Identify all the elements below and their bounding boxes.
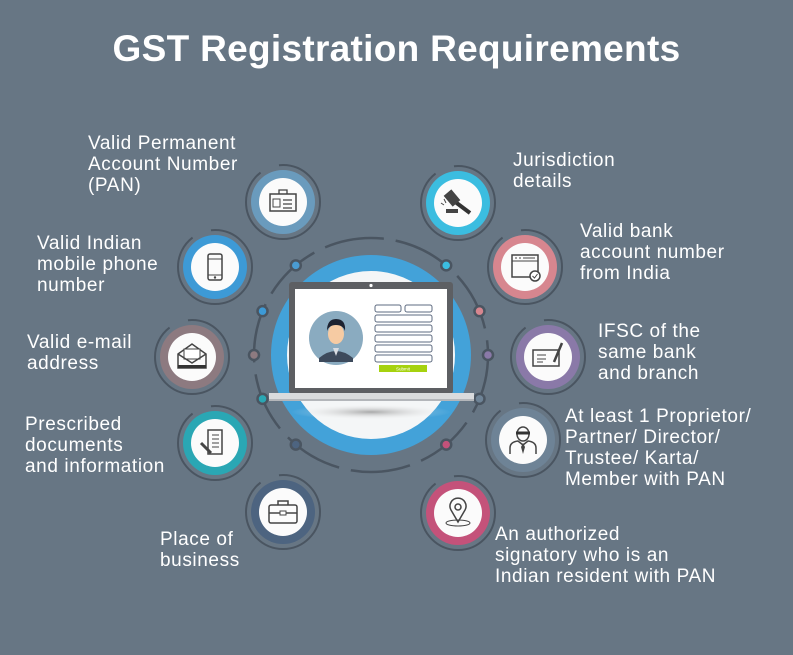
label-line: Place of (160, 529, 234, 550)
label-line: Valid e-mail (27, 332, 133, 353)
badge-arc (420, 165, 496, 241)
badge-email (154, 319, 230, 395)
browser-check-icon (511, 254, 541, 282)
ring-node (439, 438, 453, 451)
label-line: and information (25, 456, 165, 477)
label-line: Member with PAN (565, 469, 726, 490)
label-line: IFSC of the (598, 321, 701, 342)
badge-mobile (177, 229, 253, 305)
laptop-base (269, 393, 474, 401)
badge-disc (191, 243, 239, 291)
envelope-icon (177, 343, 207, 369)
label-line: (PAN) (88, 175, 142, 196)
badge-arc (177, 405, 253, 481)
ring-node (289, 438, 303, 451)
ring-node (256, 392, 269, 406)
label-line: account number (580, 242, 725, 263)
badge-arc (510, 319, 586, 395)
requirement-badges (154, 164, 586, 551)
label-line: address (27, 353, 99, 374)
badge-bank (487, 229, 563, 305)
badge-pan (245, 164, 321, 240)
label-line: and branch (598, 363, 700, 384)
submit-label: Submit (396, 367, 411, 372)
cheque-pen-icon (532, 342, 564, 367)
badge-disc (499, 416, 547, 464)
label-line: mobile phone (37, 254, 159, 275)
badge-arc (177, 229, 253, 305)
label-line: signatory who is an (495, 545, 670, 566)
label-line: number (37, 275, 106, 296)
badge-disc (524, 333, 572, 381)
submit-button (379, 365, 427, 372)
badge-arc (245, 164, 321, 240)
badge-signatory (420, 475, 496, 551)
ring-node (247, 348, 261, 362)
laptop-shadow (291, 404, 451, 420)
location-pin-icon (445, 497, 471, 527)
label-line: business (160, 550, 240, 571)
badge-disc (434, 489, 482, 537)
badge-arc (485, 402, 561, 478)
ring-node (256, 304, 269, 318)
label-line: An authorized (495, 524, 621, 545)
label-line: same bank (598, 342, 697, 363)
badge-arc (420, 475, 496, 551)
ring-node (473, 392, 486, 406)
laptop-illustration: Submit (269, 282, 474, 401)
ring-node (439, 259, 453, 272)
label-line: Account Number (88, 154, 238, 175)
label-line: Indian resident with PAN (495, 566, 717, 587)
label-line: from India (580, 263, 671, 284)
phone-icon (207, 253, 223, 281)
ring-node (289, 259, 303, 272)
ring-node (473, 304, 486, 318)
avatar (309, 311, 363, 365)
label-proprietor: At least 1 Proprietor/Partner/ Director/… (565, 406, 751, 490)
label-line: Prescribed (25, 414, 122, 435)
laptop-camera (369, 283, 373, 288)
badge-disc (501, 243, 549, 291)
badge-documents (177, 405, 253, 481)
badge-arc (154, 319, 230, 395)
document-pen-icon (199, 429, 223, 455)
page-title: GST Registration Requirements (112, 28, 681, 69)
label-line: Valid bank (580, 221, 674, 242)
label-line: Trustee/ Karta/ (565, 448, 699, 469)
label-line: At least 1 Proprietor/ (565, 406, 752, 427)
label-line: Jurisdiction (513, 150, 616, 171)
person-tie-icon (509, 426, 537, 454)
label-line: details (513, 171, 573, 192)
badge-ifsc (510, 319, 586, 395)
badge-disc (259, 178, 307, 226)
label-line: Valid Indian (37, 233, 143, 254)
gavel-icon (440, 189, 472, 215)
form-fields (374, 304, 433, 363)
label-line: Partner/ Director/ (565, 427, 721, 448)
badge-arc (245, 474, 321, 550)
label-line: documents (25, 435, 124, 456)
ring-nodes (247, 259, 495, 451)
badge-proprietor (485, 402, 561, 478)
label-line: Valid Permanent (88, 133, 237, 154)
badge-place (245, 474, 321, 550)
briefcase-icon (268, 500, 298, 524)
badge-arc (487, 229, 563, 305)
ring-node (481, 348, 495, 362)
badge-jurisdiction (420, 165, 496, 241)
id-card-icon (269, 189, 297, 212)
